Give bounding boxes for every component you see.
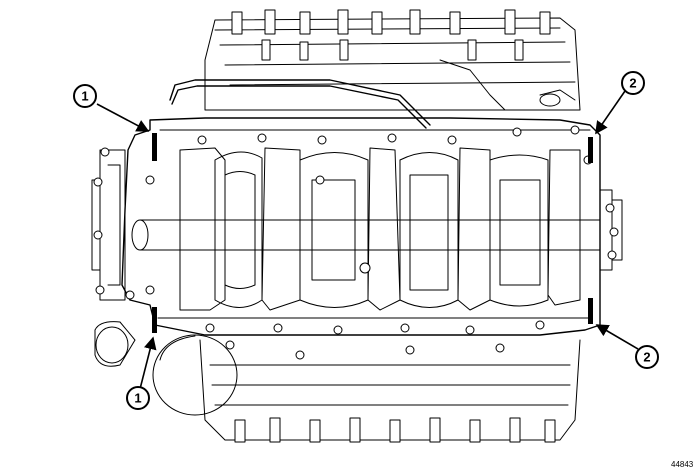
callout-1-lower: 1: [126, 336, 157, 410]
sealant-bead-lower-left: [152, 307, 157, 333]
oil-filter: [94, 321, 238, 416]
lower-cylinder-head: [199, 339, 581, 443]
callout-label: 2: [629, 76, 636, 91]
upper-cylinder-head: [169, 9, 581, 129]
side-bolts-left: [93, 147, 155, 300]
callout-2-lower: 2: [595, 324, 659, 369]
callout-label: 1: [134, 391, 141, 406]
callout-2-upper: 2: [595, 71, 645, 135]
figure-id: 44843: [671, 460, 694, 469]
callout-label: 1: [81, 89, 88, 104]
callout-label: 2: [643, 350, 650, 365]
main-bearing-caps: [179, 147, 581, 311]
sealant-bead-upper-left: [152, 133, 157, 161]
flange-bolts-top: [197, 125, 580, 145]
callout-1-upper: 1: [73, 84, 150, 132]
crankcase-body: [91, 117, 623, 336]
side-bolts-right: [583, 155, 619, 260]
sealant-bead-lower-right: [588, 298, 593, 324]
crankshaft: [131, 151, 601, 308]
flange-bolts-bottom: [205, 320, 545, 335]
sealant-bead-upper-right: [588, 137, 593, 163]
